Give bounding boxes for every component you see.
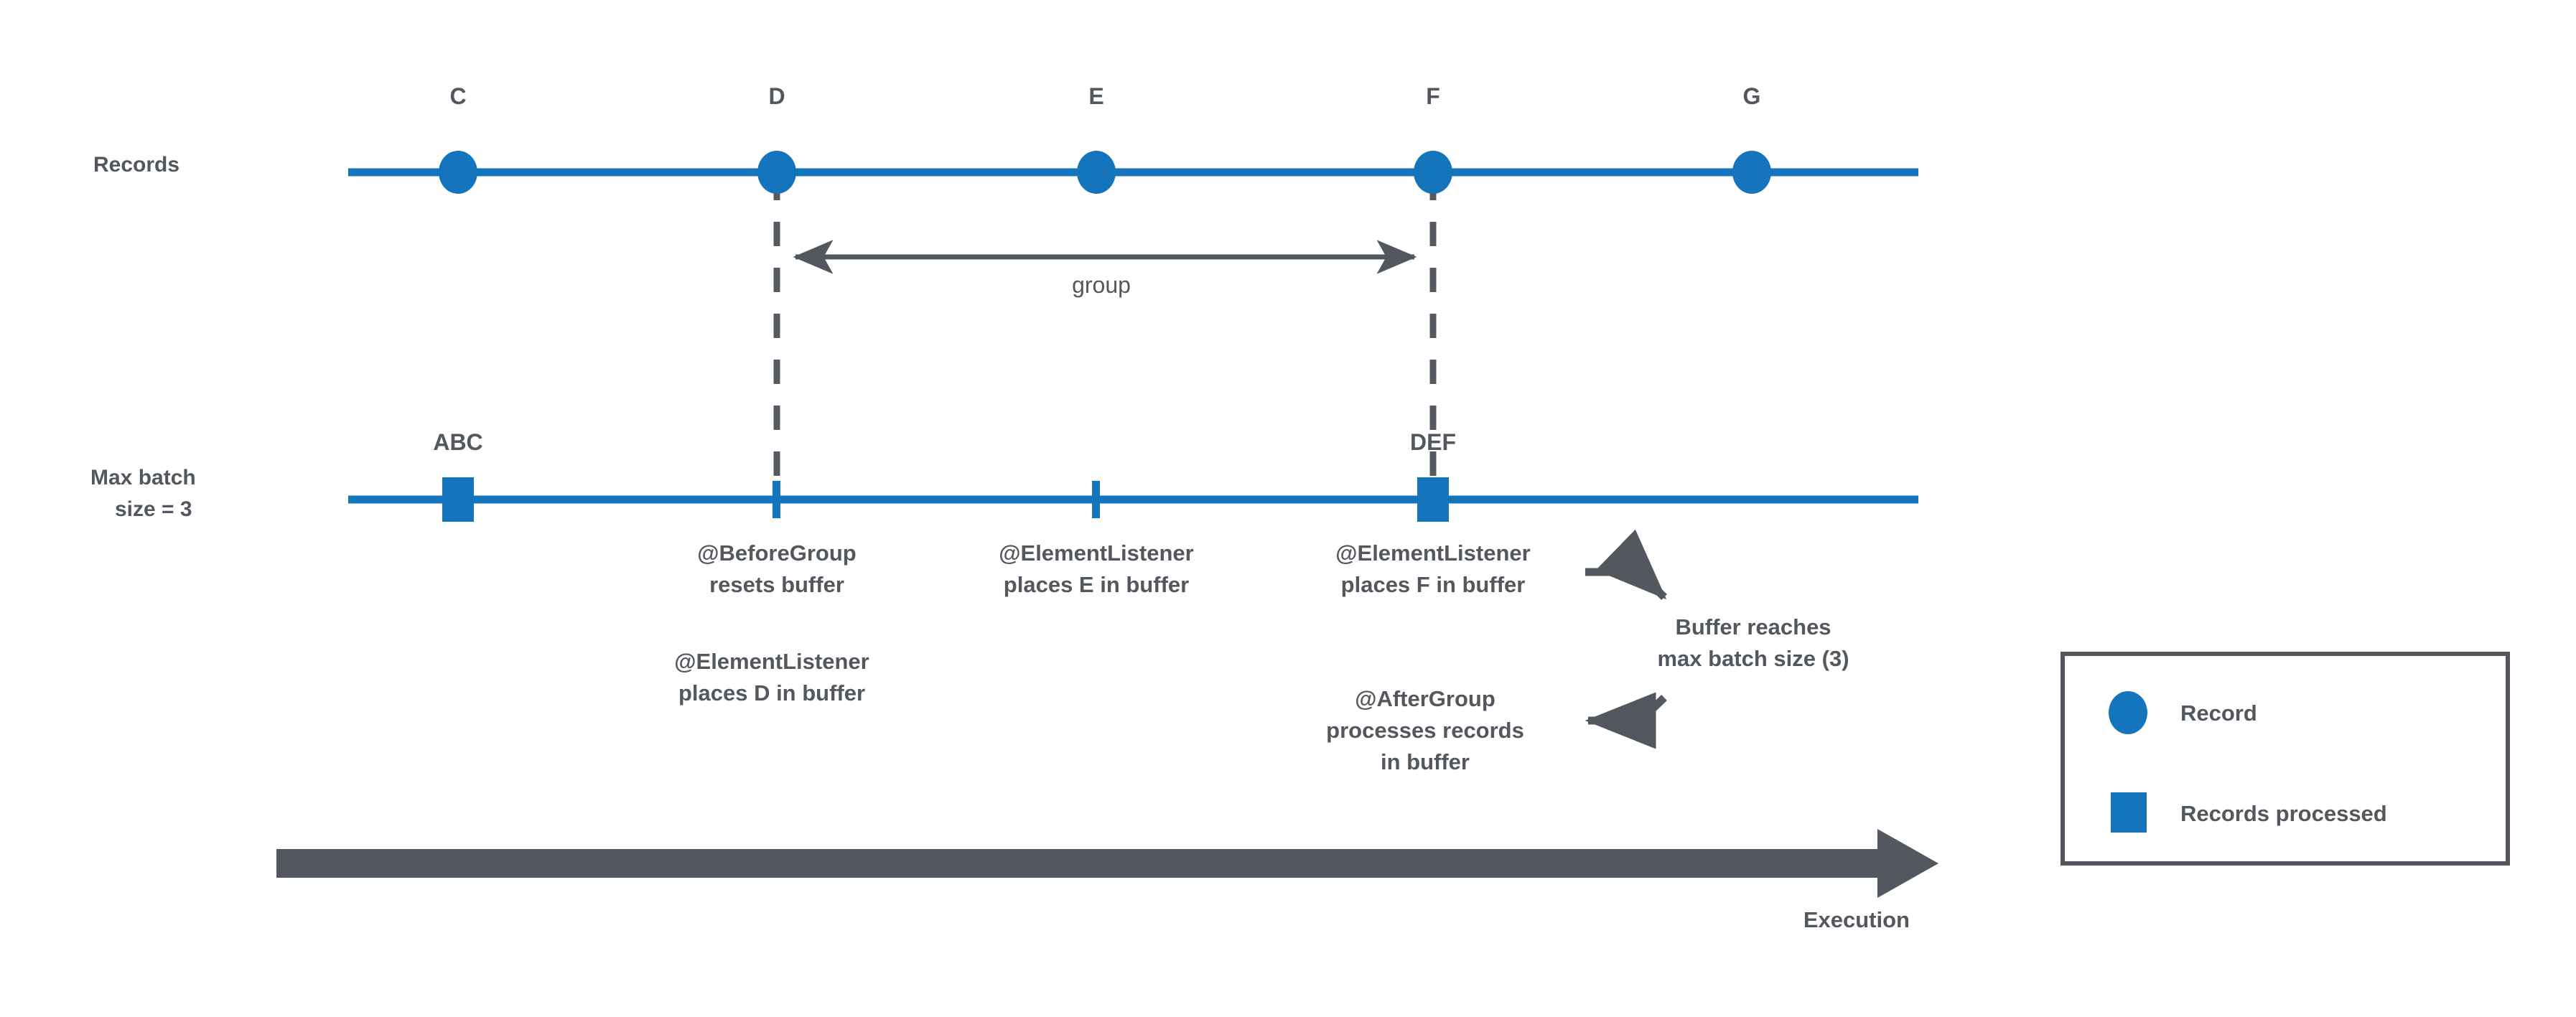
elbow-arrow-to-buffer-full xyxy=(1585,529,1667,600)
annotation-after-group-line2: processes records xyxy=(1326,718,1524,743)
row-label-records: Records xyxy=(93,153,180,177)
annotation-before-group-line2: resets buffer xyxy=(709,572,844,597)
record-label-f: F xyxy=(1426,83,1440,109)
record-marker-d xyxy=(757,151,796,194)
row-label-max-batch-line1: Max batch xyxy=(90,466,196,489)
annotation-element-listener-d-line1: @ElementListener xyxy=(674,649,869,674)
record-marker-f xyxy=(1414,151,1452,194)
legend-label-record: Record xyxy=(2180,700,2257,726)
records-timeline xyxy=(348,151,1918,194)
record-label-e: E xyxy=(1088,83,1104,109)
record-label-g: G xyxy=(1742,83,1761,109)
annotation-element-listener-f-line2: places F in buffer xyxy=(1340,572,1526,597)
execution-axis-arrow xyxy=(276,829,1938,898)
row-label-max-batch-line2: size = 3 xyxy=(115,497,192,521)
record-label-d: D xyxy=(768,83,785,109)
legend-swatch-record xyxy=(2109,691,2147,734)
annotation-before-group-line1: @BeforeGroup xyxy=(697,540,857,566)
annotation-element-listener-e-line1: @ElementListener xyxy=(999,540,1194,566)
record-label-c: C xyxy=(449,83,467,109)
record-marker-g xyxy=(1732,151,1771,194)
batch-marker-def xyxy=(1417,477,1449,522)
record-marker-e xyxy=(1077,151,1116,194)
annotation-after-group-line1: @AfterGroup xyxy=(1355,686,1495,711)
batch-marker-abc xyxy=(442,477,474,522)
legend-box xyxy=(2061,652,2510,866)
record-marker-c xyxy=(439,151,477,194)
batch-timeline xyxy=(348,477,1918,522)
batch-tick-d xyxy=(773,481,780,518)
annotation-element-listener-d-line2: places D in buffer xyxy=(678,680,866,706)
group-span-label: group xyxy=(1072,272,1131,298)
batch-label-def: DEF xyxy=(1410,429,1456,455)
annotation-element-listener-f-line1: @ElementListener xyxy=(1335,540,1531,566)
batch-label-abc: ABC xyxy=(433,429,483,455)
annotation-after-group-line3: in buffer xyxy=(1381,749,1470,774)
legend-swatch-processed xyxy=(2111,792,2147,833)
elbow-arrow-to-after-group xyxy=(1585,692,1667,749)
annotation-element-listener-e-line2: places E in buffer xyxy=(1003,572,1190,597)
execution-axis-label: Execution xyxy=(1803,907,1910,932)
batch-tick-e xyxy=(1092,481,1100,518)
legend-label-records-processed: Records processed xyxy=(2180,801,2387,826)
annotation-buffer-full-line1: Buffer reaches xyxy=(1675,614,1831,639)
annotation-buffer-full-line2: max batch size (3) xyxy=(1657,646,1849,671)
